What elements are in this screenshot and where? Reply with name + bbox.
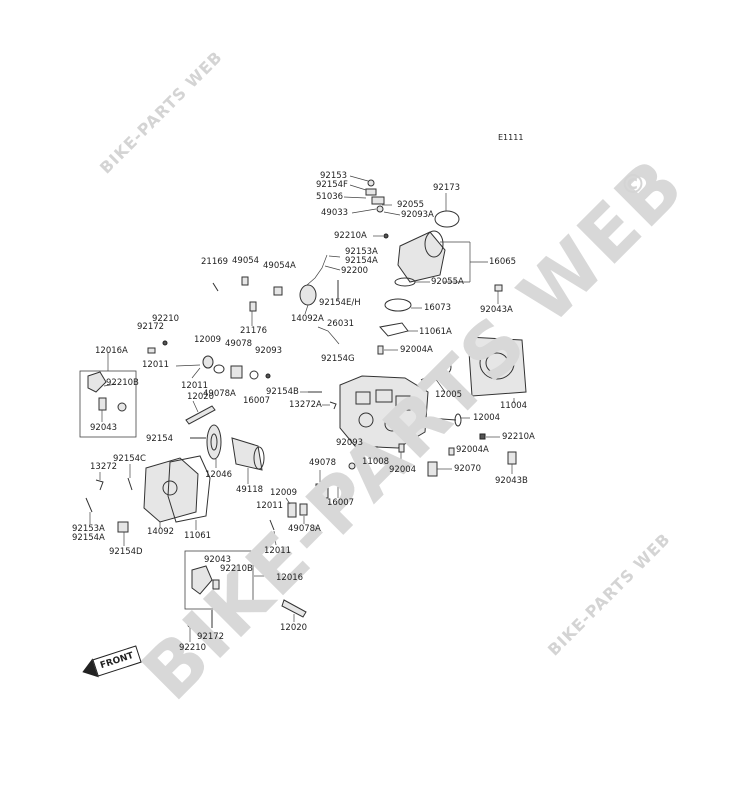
part-label-92154: 92154 [146,434,174,444]
part-label-49078-mid: 49078 [309,458,337,468]
part-label-92154b: 92154B [266,387,299,397]
part-label-92043-bottom: 92043 [204,555,232,565]
part-label-13272: 13272 [90,462,118,472]
part-label-49054: 49054 [232,256,260,266]
part-label-92154d: 92154D [109,547,143,557]
part-label-92043a: 92043A [480,305,513,315]
part-label-92004a-mid: 92004A [456,445,489,455]
part-label-92093-mid: 92093 [336,438,364,448]
part-label-16065: 16065 [489,257,517,267]
part-label-49078-top: 49078 [225,339,253,349]
part-label-92093a-top: 92093A [401,210,434,220]
part-label-13272a: 13272A [289,400,322,410]
part-label-12009-mid: 12009 [270,488,298,498]
part-label-16007-top: 16007 [243,396,271,406]
part-label-92154e-h: 92154E/H [319,298,361,308]
part-label-92154a-bottom: 92154A [72,533,105,543]
part-label-92154c: 92154C [113,454,146,464]
part-label-16007-mid: 16007 [327,498,355,508]
part-label-49118: 49118 [236,485,264,495]
part-label-92210b-top: 92210B [106,378,139,388]
part-label-12011-left-1: 12011 [142,360,170,370]
part-label-51036: 51036 [316,192,344,202]
part-label-21176: 21176 [240,326,268,336]
part-label-12011-mid: 12011 [256,501,284,511]
part-label-12005: 12005 [435,390,463,400]
valve-spring-cluster-top [147,276,283,380]
part-label-49033: 49033 [321,208,349,218]
part-label-12020-bottom: 12020 [280,623,308,633]
part-label-92043-top: 92043 [90,423,118,433]
part-label-92210-bottom: 92210 [179,643,207,653]
part-label-12009-top: 12009 [194,335,222,345]
part-label-92043b: 92043B [495,476,528,486]
part-label-92153a-bottom: 92153A [72,524,105,534]
cam-sprocket-shape [206,424,222,468]
part-label-11008: 11008 [362,457,390,467]
figure-code: E1111 [498,133,524,142]
part-label-92200: 92200 [341,266,369,276]
part-label-92172-bottom: 92172 [197,632,225,642]
part-label-92004: 92004 [389,465,417,475]
part-label-92153: 92153 [320,171,348,181]
part-label-92070: 92070 [454,464,482,474]
part-label-26031: 26031 [327,319,355,329]
part-label-92153a-top: 92153A [345,247,378,257]
part-label-92004a-top: 92004A [400,345,433,355]
part-label-14092a: 14092A [291,314,324,324]
part-label-12016: 12016 [276,573,304,583]
camshaft-shape [231,437,265,484]
small-cover-shape [299,284,317,306]
part-label-92154g: 92154G [321,354,355,364]
hose-clamp-shape [434,210,460,228]
part-label-12016a: 12016A [95,346,128,356]
part-label-92172-top: 92172 [137,322,165,332]
part-label-92055a: 92055A [431,277,464,287]
part-label-12004: 12004 [473,413,501,423]
part-label-92173: 92173 [433,183,461,193]
part-label-12020-top: 12020 [187,392,215,402]
part-label-11061a: 11061A [419,327,452,337]
part-label-16073: 16073 [424,303,452,313]
part-label-14092: 14092 [147,527,175,537]
part-label-11061: 11061 [184,531,212,541]
part-label-92210-top: 92210 [152,314,180,324]
rocker-arm-bottom-shape [191,565,270,599]
valve-cover-gasket-shape [167,455,211,523]
part-label-11004: 11004 [500,401,528,411]
part-label-92210b-bottom: 92210B [220,564,253,574]
part-label-49078a-top: 49078A [203,389,236,399]
part-label-12011-bottom: 12011 [264,546,292,556]
valve-cover-shape [143,457,199,528]
part-label-92154f: 92154F [316,180,348,190]
sensor-bolt-cluster [343,175,401,216]
part-label-49078a-mid: 49078A [288,524,321,534]
part-label-92093-top: 92093 [255,346,283,356]
part-label-49054a: 49054A [263,261,296,271]
part-label-92055: 92055 [397,200,425,210]
cylinder-block-shape [467,336,527,403]
intake-pipe-shape [397,230,488,283]
part-label-12011-left-2: 12011 [181,381,209,391]
rocker-arm-group-box-bottom [184,550,254,610]
watermark-copyright-symbol: © [620,170,648,200]
cylinder-head-shape [339,375,429,458]
part-label-21169: 21169 [201,257,229,267]
rocker-arm-left-shape [87,352,127,422]
part-label-92154a-top: 92154A [345,256,378,266]
part-label-92210a-right: 92210A [502,432,535,442]
part-label-12046: 12046 [205,470,233,480]
gasket-shape [384,298,412,312]
temperature-sensor-shape [427,461,452,477]
part-label-92210a-top: 92210A [334,231,367,241]
